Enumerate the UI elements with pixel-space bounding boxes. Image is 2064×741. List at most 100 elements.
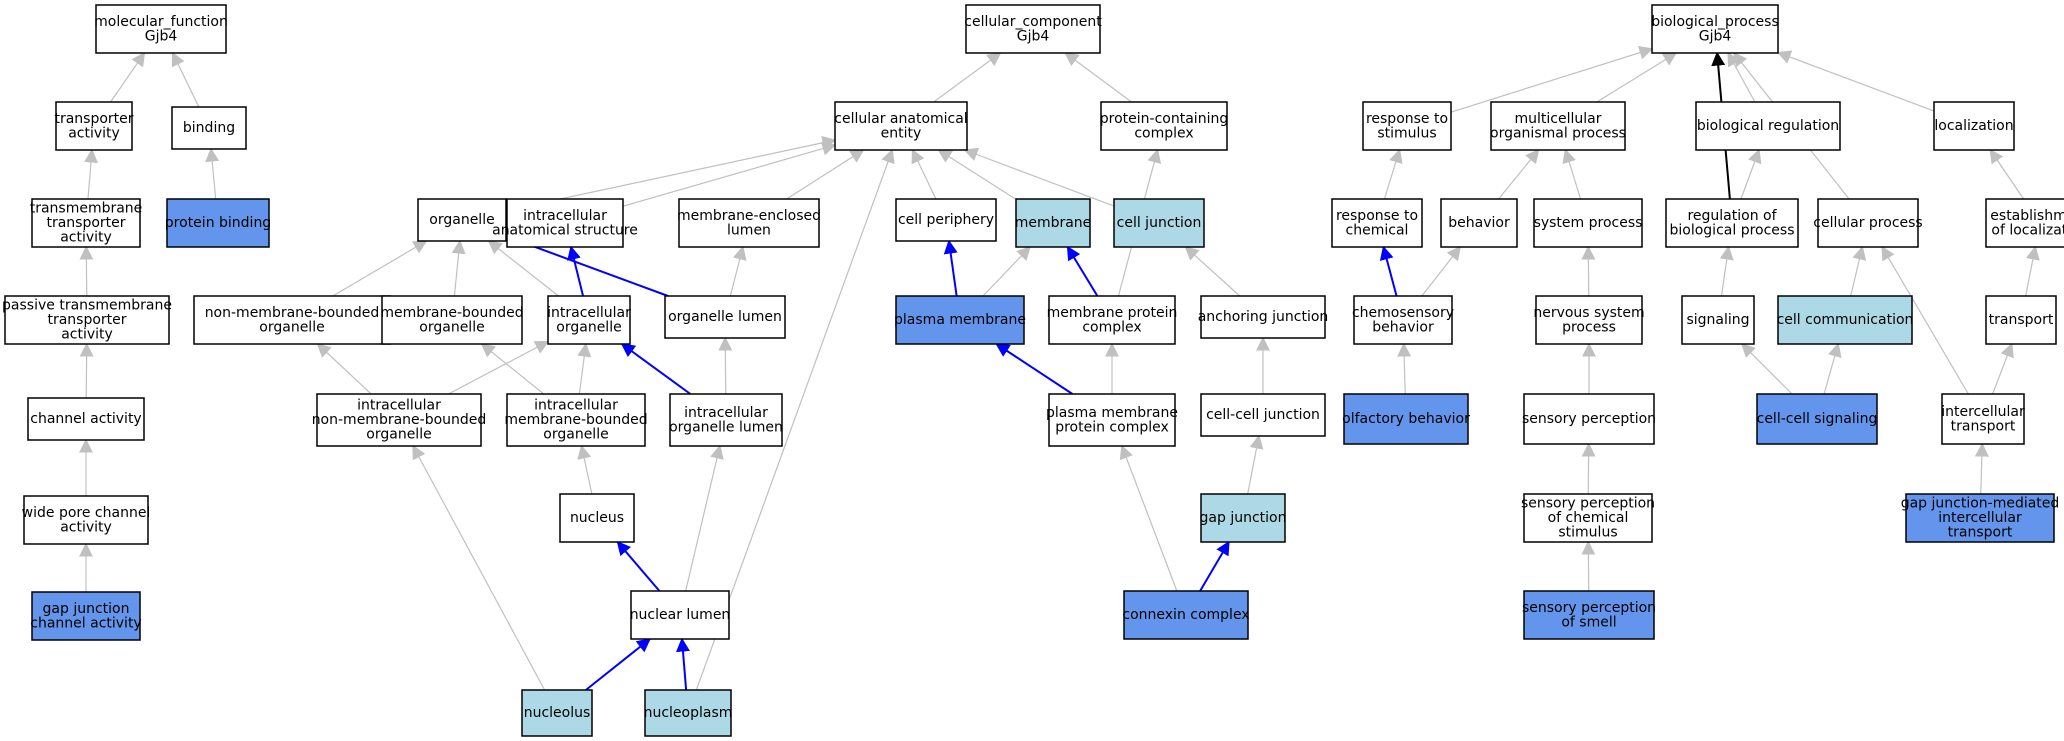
- protein-binding-node[interactable]: protein binding: [165, 198, 271, 248]
- localization-node[interactable]: localization: [1933, 101, 2015, 151]
- biological-regulation-node[interactable]: biological regulation: [1695, 101, 1841, 151]
- edge-nucp-to-nl: [676, 637, 690, 691]
- nucleoplasm-node[interactable]: nucleoplasm: [644, 689, 733, 737]
- intracellular-non-membrane-bounded-organelle-node[interactable]: intracellularnon-membrane-boundedorganel…: [312, 393, 487, 447]
- olfactory-behavior-node[interactable]: olfactory behavior: [1342, 393, 1470, 445]
- edge-ccom-to-cpr: [1850, 245, 1867, 297]
- protein-binding-node-label-line: protein binding: [165, 215, 271, 231]
- wide-pore-channel-activity-node-label-line: activity: [60, 519, 112, 535]
- edge-rbp-to-br: [1740, 148, 1762, 200]
- membrane-enclosed-lumen-node-box: [678, 198, 820, 248]
- cell-cell-junction-node-label-line: cell-cell junction: [1206, 407, 1320, 423]
- membrane-node[interactable]: membrane: [1015, 198, 1092, 248]
- transporter-activity-node-label-line: activity: [68, 125, 120, 141]
- multicellular-organismal-process-node-label-line: multicellular: [1515, 111, 1602, 127]
- response-to-chemical-node-label-line: response to: [1336, 208, 1418, 224]
- sensory-perception-node[interactable]: sensory perception: [1522, 393, 1656, 445]
- anchoring-junction-node[interactable]: anchoring junction: [1198, 295, 1329, 339]
- intracellular-membrane-bounded-organelle-node-label-line: membrane-bounded: [504, 412, 647, 428]
- nucleus-node-box: [559, 493, 635, 543]
- plasma-membrane-protein-complex-node-label-line: plasma membrane: [1046, 405, 1178, 421]
- cell-cell-junction-node[interactable]: cell-cell junction: [1200, 393, 1326, 437]
- cell-cell-signaling-node[interactable]: cell-cell signaling: [1756, 393, 1878, 445]
- edge-nsp-to-sp: [1581, 245, 1596, 297]
- edge-aj-to-cj: [1184, 246, 1241, 297]
- channel-activity-node[interactable]: channel activity: [27, 397, 145, 441]
- behavior-node[interactable]: behavior: [1440, 198, 1518, 248]
- edge-ccs-to-ccom: [1823, 342, 1842, 395]
- biological-process-node-label-line: Gjb4: [1699, 28, 1732, 44]
- cell-communication-node[interactable]: cell communication: [1777, 295, 1914, 345]
- gap-junction-node[interactable]: gap junction: [1200, 493, 1287, 543]
- signaling-node[interactable]: signaling: [1681, 295, 1755, 345]
- edge-cae-to-cc: [933, 52, 1002, 103]
- intracellular-non-membrane-bounded-organelle-node-box: [316, 393, 482, 447]
- transport-node[interactable]: transport: [1985, 295, 2057, 345]
- gap-junction-mediated-intercellular-transport-node[interactable]: gap junction-mediatedintercellulartransp…: [1901, 493, 2060, 543]
- behavior-node-box: [1440, 198, 1518, 248]
- cell-periphery-node[interactable]: cell periphery: [895, 198, 997, 242]
- nucleus-node[interactable]: nucleus: [559, 493, 635, 543]
- intercellular-transport-node-box: [1941, 393, 2025, 445]
- membrane-bounded-organelle-node-label-line: membrane-bounded: [380, 305, 523, 321]
- binding-node[interactable]: binding: [171, 106, 247, 150]
- plasma-membrane-node-box: [895, 295, 1025, 345]
- establishment-of-localization-node[interactable]: establishmentof localization: [1985, 198, 2064, 248]
- intracellular-membrane-bounded-organelle-node-label-line: organelle: [543, 427, 608, 443]
- intracellular-organelle-node-box: [547, 295, 631, 345]
- edge-cp-to-cae: [911, 148, 937, 200]
- passive-transmembrane-transporter-activity-node-label-line: transporter: [47, 312, 126, 328]
- nuclear-lumen-node[interactable]: nuclear lumen: [630, 590, 731, 640]
- transport-node-box: [1985, 295, 2057, 345]
- nucleolus-node[interactable]: nucleolus: [521, 689, 593, 737]
- edge-ta-to-mf: [110, 51, 146, 103]
- channel-activity-node-box: [27, 397, 145, 441]
- edge-iol-to-io: [620, 343, 691, 395]
- connexin-complex-node[interactable]: connexin complex: [1122, 590, 1250, 640]
- plasma-membrane-node[interactable]: plasma membrane: [894, 295, 1026, 345]
- membrane-protein-complex-node-box: [1048, 295, 1176, 345]
- passive-transmembrane-transporter-activity-node-label-line: passive transmembrane: [2, 298, 172, 314]
- wide-pore-channel-activity-node-box: [23, 495, 149, 545]
- system-process-node-box: [1533, 198, 1643, 248]
- membrane-node-box: [1015, 198, 1091, 248]
- organelle-lumen-node[interactable]: organelle lumen: [664, 295, 786, 339]
- gap-junction-channel-activity-node-box: [31, 591, 141, 641]
- cell-junction-node[interactable]: cell junction: [1113, 198, 1205, 248]
- sensory-perception-of-smell-node-label-line: of smell: [1561, 614, 1616, 630]
- system-process-node[interactable]: system process: [1533, 198, 1643, 248]
- organelle-node[interactable]: organelle: [417, 198, 507, 242]
- behavior-node-label-line: behavior: [1448, 215, 1510, 231]
- edge-cb-to-rtc: [1379, 245, 1398, 297]
- cellular-process-node[interactable]: cellular process: [1813, 198, 1923, 248]
- nucleoplasm-node-label-line: nucleoplasm: [644, 705, 733, 721]
